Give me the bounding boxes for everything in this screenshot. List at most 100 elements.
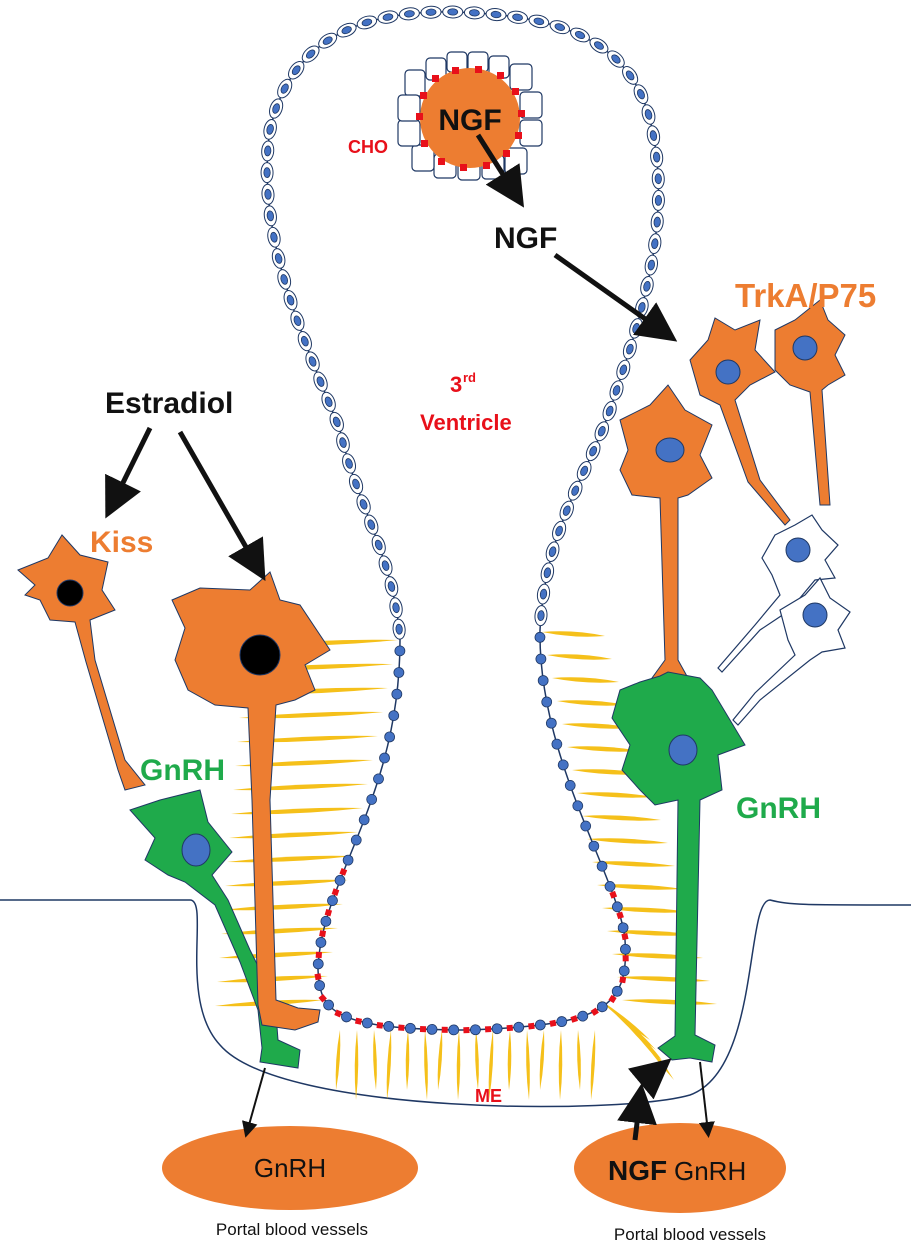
ependymal-cell (398, 1022, 416, 1034)
ventricle-label: Ventricle (420, 410, 512, 435)
ependymal-cell (545, 717, 557, 729)
tanycyte (552, 677, 619, 683)
tanycyte (335, 1030, 341, 1090)
ependymal-cell (271, 248, 286, 269)
portal-right-label: Portal blood vessels (614, 1225, 766, 1244)
ependymal-cell (378, 555, 393, 576)
ependymal-cell (261, 183, 275, 205)
ependymal-cell (336, 432, 350, 453)
tanycyte (405, 1030, 410, 1090)
ependymal-cell (607, 50, 625, 68)
tanycyte (562, 723, 633, 729)
tanycyte (488, 1030, 494, 1100)
cho-label: CHO (348, 137, 388, 157)
ependymal-cell (576, 460, 592, 481)
ependymal-cell (650, 211, 664, 233)
tanycyte (567, 746, 640, 752)
vessel-right-ngf-label: NGF (608, 1155, 667, 1186)
ependymal-cell (549, 1016, 568, 1027)
trka-neurons (619, 299, 846, 679)
ependymal-cell (350, 834, 362, 846)
ependymal-cell (590, 1001, 608, 1016)
ependymal-cell (366, 794, 378, 805)
ependymal-cell (277, 78, 293, 99)
ependymal-cell (463, 1024, 481, 1036)
ependymal-cell (650, 146, 664, 168)
ependymal-cell (334, 868, 348, 886)
ependymal-cell (329, 411, 344, 432)
ependymal-cell (535, 653, 547, 665)
ependymal-cell (596, 860, 608, 872)
ependymal-cell (313, 371, 328, 392)
tanycyte (557, 700, 626, 706)
ependymal-cell (398, 7, 420, 21)
kiss-label: Kiss (90, 526, 153, 559)
gnrh-left-label: GnRH (140, 754, 225, 787)
ependymal-cell (371, 534, 386, 556)
ependymal-cell (651, 189, 665, 211)
ependymal-cell (305, 351, 320, 372)
ependymal-cell (320, 908, 333, 927)
ependymal-cell (377, 10, 399, 24)
ependymal-cell (506, 1021, 525, 1033)
ependymal-cell (534, 605, 548, 627)
ependymal-cell (267, 226, 281, 248)
ependymal-cell (373, 773, 384, 785)
tanycyte (225, 879, 348, 887)
ependymal-cell (602, 400, 617, 422)
ependymal-cell (336, 22, 357, 38)
third-label: 3 (450, 372, 462, 397)
ependymal-cell (484, 1023, 503, 1035)
ependymal-cell (260, 162, 274, 184)
portal-left-label: Portal blood vessels (216, 1220, 368, 1239)
ependymal-cell (384, 576, 399, 597)
ngf-choroid-label: NGF (438, 104, 501, 137)
ependymal-cell (537, 675, 549, 686)
ependymal-cell (263, 205, 277, 227)
tanycyte (227, 855, 353, 863)
tanycyte (582, 815, 661, 821)
ependymal-cell (356, 15, 378, 30)
tanycyte (231, 807, 363, 815)
ependymal-cell (354, 1017, 373, 1029)
tanycyte (223, 903, 343, 911)
tanycyte (577, 1030, 581, 1090)
white-neurons (717, 514, 851, 726)
tanycyte (607, 930, 696, 936)
ependymal-cell (389, 597, 403, 619)
ependymal-cell (528, 14, 550, 29)
tanycyte (354, 1030, 359, 1100)
ependymal-cell (348, 473, 364, 495)
ependymal-cell (604, 880, 618, 899)
kiss-neuron (17, 534, 146, 791)
ependymal-cell (384, 731, 396, 743)
tanycyte (526, 1030, 530, 1100)
tanycyte (602, 907, 689, 913)
ependymal-cell (269, 98, 284, 119)
ependymal-cell (567, 480, 583, 501)
ependymal-cell (616, 359, 631, 381)
ependymal-cell (376, 1021, 395, 1032)
ependymal-cell (528, 1019, 546, 1031)
ependymal-cell (463, 6, 485, 20)
ependymal-cell (358, 814, 370, 826)
ependymal-cell (559, 500, 574, 521)
ependymal-cell (541, 696, 553, 708)
ependymal-cell (327, 888, 340, 907)
ependymal-cell (356, 494, 371, 515)
ependymal-cells (260, 5, 665, 1036)
ependymal-cell (283, 289, 298, 311)
tanycyte (597, 884, 682, 890)
gnrh-neuron-right (611, 671, 746, 1063)
vessel-left-label: GnRH (254, 1153, 326, 1183)
ependymal-cell (321, 391, 336, 412)
ependymal-cell (388, 710, 400, 722)
ependymal-cell (540, 562, 555, 584)
ependymal-cell (534, 631, 546, 643)
tanycyte (590, 1030, 596, 1100)
ependymal-cell (441, 1024, 460, 1036)
me-label: ME (475, 1086, 502, 1106)
ependymal-cell (646, 125, 661, 147)
ependymal-cell (641, 104, 656, 125)
